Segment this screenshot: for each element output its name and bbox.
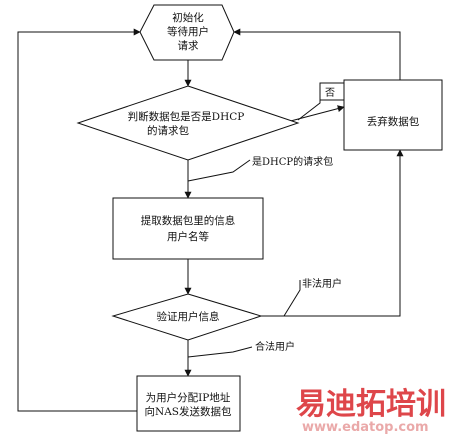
watermark-logo: 易迪拓培训 www.edatop.com <box>296 387 446 435</box>
init-terminal <box>139 4 235 61</box>
init-text-line-3: 请求 <box>178 39 199 52</box>
discard-process <box>343 79 443 151</box>
connectors <box>17 28 404 412</box>
watermark-url: www.edatop.com <box>302 420 429 435</box>
verify-text: 验证用户信息 <box>157 310 220 323</box>
discard-text: 丢弃数据包 <box>367 115 420 128</box>
arrow-verify-to-discard <box>261 149 404 317</box>
extract-text-line-1: 提取数据包里的信息 <box>141 214 236 227</box>
label-is-dhcp: 是DHCP的请求包 <box>252 155 333 168</box>
leader-illegal-user <box>283 280 301 317</box>
extract-process <box>112 197 264 260</box>
check-dhcp-decision <box>76 85 300 161</box>
verify-decision <box>111 293 263 341</box>
arrow-discard-to-init <box>233 28 401 80</box>
leader-is-dhcp <box>187 159 251 182</box>
init-text-line-1: 初始化 <box>172 11 204 24</box>
extract-text-line-2: 用户名等 <box>167 230 209 243</box>
assign-text-line-1: 为用户分配IP地址 <box>146 391 231 404</box>
label-no: 否 <box>325 87 335 99</box>
arrow-assign-to-init <box>17 28 141 412</box>
label-illegal-user: 非法用户 <box>302 277 342 290</box>
arrow-check-to-discard <box>282 105 345 124</box>
assign-process <box>136 375 241 432</box>
check-dhcp-text-line-1: 判断数据包是否是DHCP <box>128 110 245 123</box>
watermark-brand: 易迪拓培训 <box>296 387 446 422</box>
label-box-no <box>319 82 345 101</box>
leader-legal-user <box>187 346 253 358</box>
assign-text-line-2: 向NAS发送数据包 <box>145 405 232 418</box>
check-dhcp-text-line-2: 的请求包 <box>147 124 189 137</box>
init-text-line-2: 等待用户 <box>167 25 209 38</box>
label-legal-user: 合法用户 <box>255 340 295 353</box>
